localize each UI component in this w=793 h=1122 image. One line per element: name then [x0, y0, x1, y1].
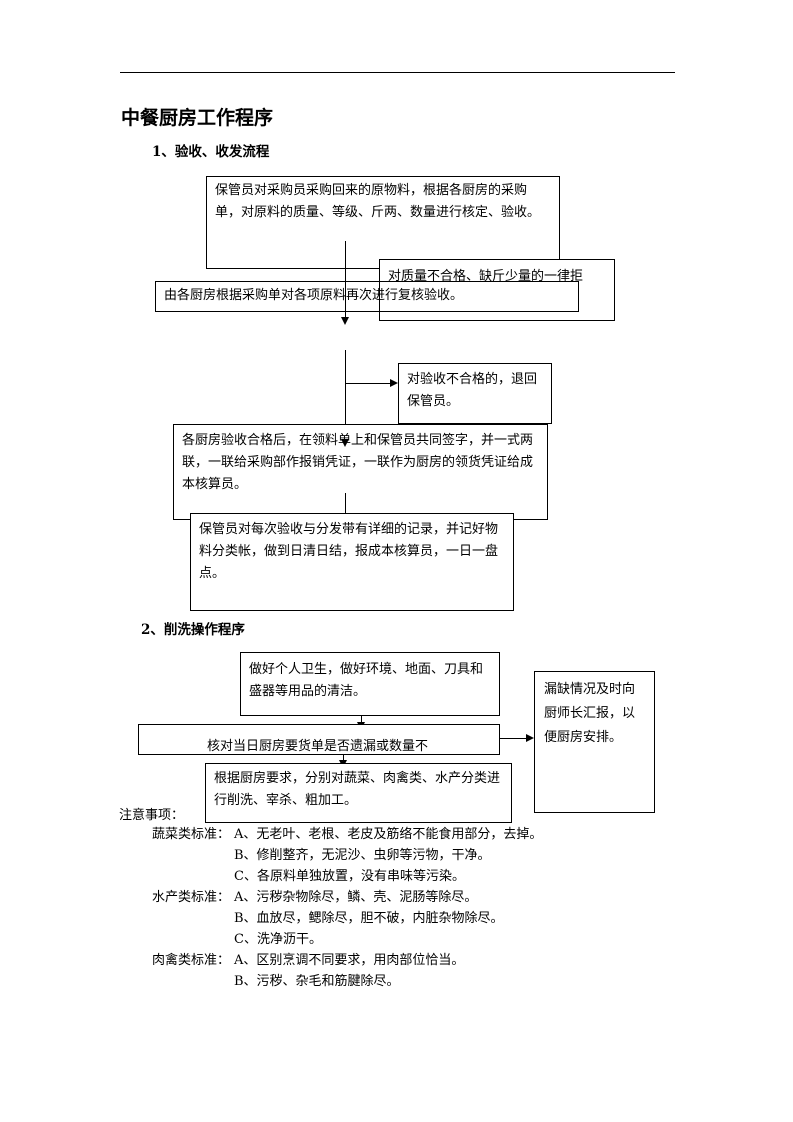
- arrow-down-icon: [341, 317, 349, 325]
- flow1-box-sign: 各厨房验收合格后，在领料单上和保管员共同签字，并一式两联，一联给采购部作报销凭证…: [173, 424, 548, 520]
- aqua-standard-b: B、血放尽，鳃除尽，胆不破，内脏杂物除尽。: [234, 911, 504, 926]
- arrow-down-icon: [341, 439, 349, 447]
- flow1-box-return-text: 对验收不合格的，退回保管员。: [407, 372, 538, 409]
- flow1-box-record-text: 保管员对每次验收与分发带有详细的记录，并记好物料分类帐，做到日清日结，报成本核算…: [199, 522, 499, 581]
- flow2-box-check-order: 核对当日厨房要货单是否遗漏或数量不: [138, 724, 500, 755]
- flow2-box-hygiene: 做好个人卫生，做好环境、地面、刀具和盛器等用品的清洁。: [240, 652, 500, 716]
- flow1-connector-3: [345, 493, 346, 514]
- flow1-box-recheck: 由各厨房根据采购单对各项原料再次进行复核验收。: [155, 281, 579, 312]
- section2-heading: 2、削洗操作程序: [141, 622, 245, 638]
- flow1-box-return: 对验收不合格的，退回保管员。: [398, 363, 552, 424]
- flow2-box-process-text: 根据厨房要求，分别对蔬菜、肉禽类、水产分类进行削洗、宰杀、粗加工。: [214, 771, 501, 808]
- flow1-box-sign-text: 各厨房验收合格后，在领料单上和保管员共同签字，并一式两联，一联给采购部作报销凭证…: [182, 433, 534, 492]
- arrow-right-icon: [526, 734, 534, 742]
- flow2-branch-line: [500, 738, 527, 739]
- flow2-box-check-order-text: 核对当日厨房要货单是否遗漏或数量不: [207, 739, 429, 754]
- flow1-box-inspection-text: 保管员对采购员采购回来的原物料，根据各厨房的采购单，对原料的质量、等级、斤两、数…: [215, 183, 541, 220]
- flow1-box-inspection: 保管员对采购员采购回来的原物料，根据各厨房的采购单，对原料的质量、等级、斤两、数…: [206, 176, 560, 269]
- flow2-box-process: 根据厨房要求，分别对蔬菜、肉禽类、水产分类进行削洗、宰杀、粗加工。: [205, 763, 512, 823]
- veg-standard-b: B、修削整齐，无泥沙、虫卵等污物，干净。: [234, 848, 491, 863]
- veg-standard-label: 蔬菜类标准：: [152, 827, 231, 842]
- notes-heading: 注意事项：: [119, 808, 185, 823]
- flow1-box-reject: 对质量不合格、缺斤少量的一律拒: [379, 259, 615, 321]
- aqua-standard-c: C、洗净沥干。: [234, 932, 322, 947]
- meat-standard-b: B、污秽、杂毛和筋腱除尽。: [234, 974, 400, 989]
- meat-standard-a: A、区别烹调不同要求，用肉部位恰当。: [234, 953, 465, 968]
- header-rule: [120, 72, 675, 73]
- flow2-box-report-text: 漏缺情况及时向厨师长汇报，以便厨房安排。: [544, 682, 636, 745]
- veg-standard-c: C、各原料单独放置，没有串味等污染。: [234, 869, 465, 884]
- flow1-branch-line: [345, 383, 390, 384]
- flow1-box-recheck-text: 由各厨房根据采购单对各项原料再次进行复核验收。: [164, 288, 464, 303]
- section1-heading: 1、验收、收发流程: [152, 144, 270, 160]
- meat-standard-label: 肉禽类标准：: [152, 953, 231, 968]
- flow2-connector-1: [361, 716, 362, 726]
- flow1-box-record: 保管员对每次验收与分发带有详细的记录，并记好物料分类帐，做到日清日结，报成本核算…: [190, 513, 514, 611]
- flow1-box-reject-text: 对质量不合格、缺斤少量的一律拒: [388, 269, 584, 284]
- flow2-box-hygiene-text: 做好个人卫生，做好环境、地面、刀具和盛器等用品的清洁。: [249, 662, 484, 699]
- flow2-connector-2: [343, 755, 344, 763]
- flow1-connector-1: [345, 241, 346, 317]
- page-title: 中餐厨房工作程序: [121, 107, 274, 129]
- flow1-connector-2: [345, 350, 346, 439]
- aqua-standard-a: A、污秽杂物除尽，鳞、壳、泥肠等除尽。: [234, 890, 478, 905]
- arrow-right-icon: [390, 379, 398, 387]
- flow2-box-report: 漏缺情况及时向厨师长汇报，以便厨房安排。: [534, 671, 655, 813]
- aqua-standard-label: 水产类标准：: [152, 890, 231, 905]
- veg-standard-a: A、无老叶、老根、老皮及筋络不能食用部分，去掉。: [234, 827, 543, 842]
